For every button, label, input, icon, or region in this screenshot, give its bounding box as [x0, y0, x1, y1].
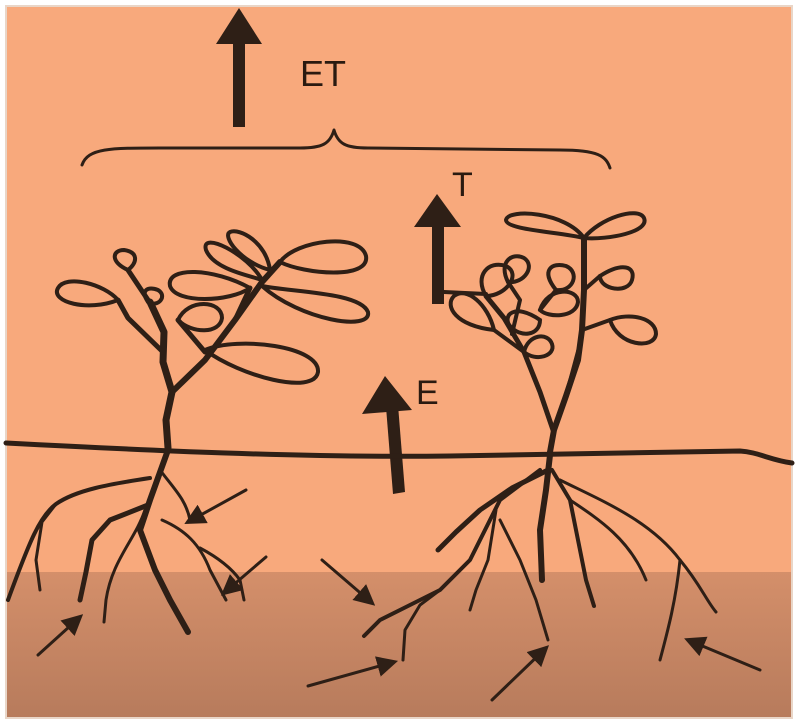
t-label: T	[452, 166, 473, 204]
et-label: ET	[300, 53, 346, 94]
e-label: E	[416, 374, 439, 412]
